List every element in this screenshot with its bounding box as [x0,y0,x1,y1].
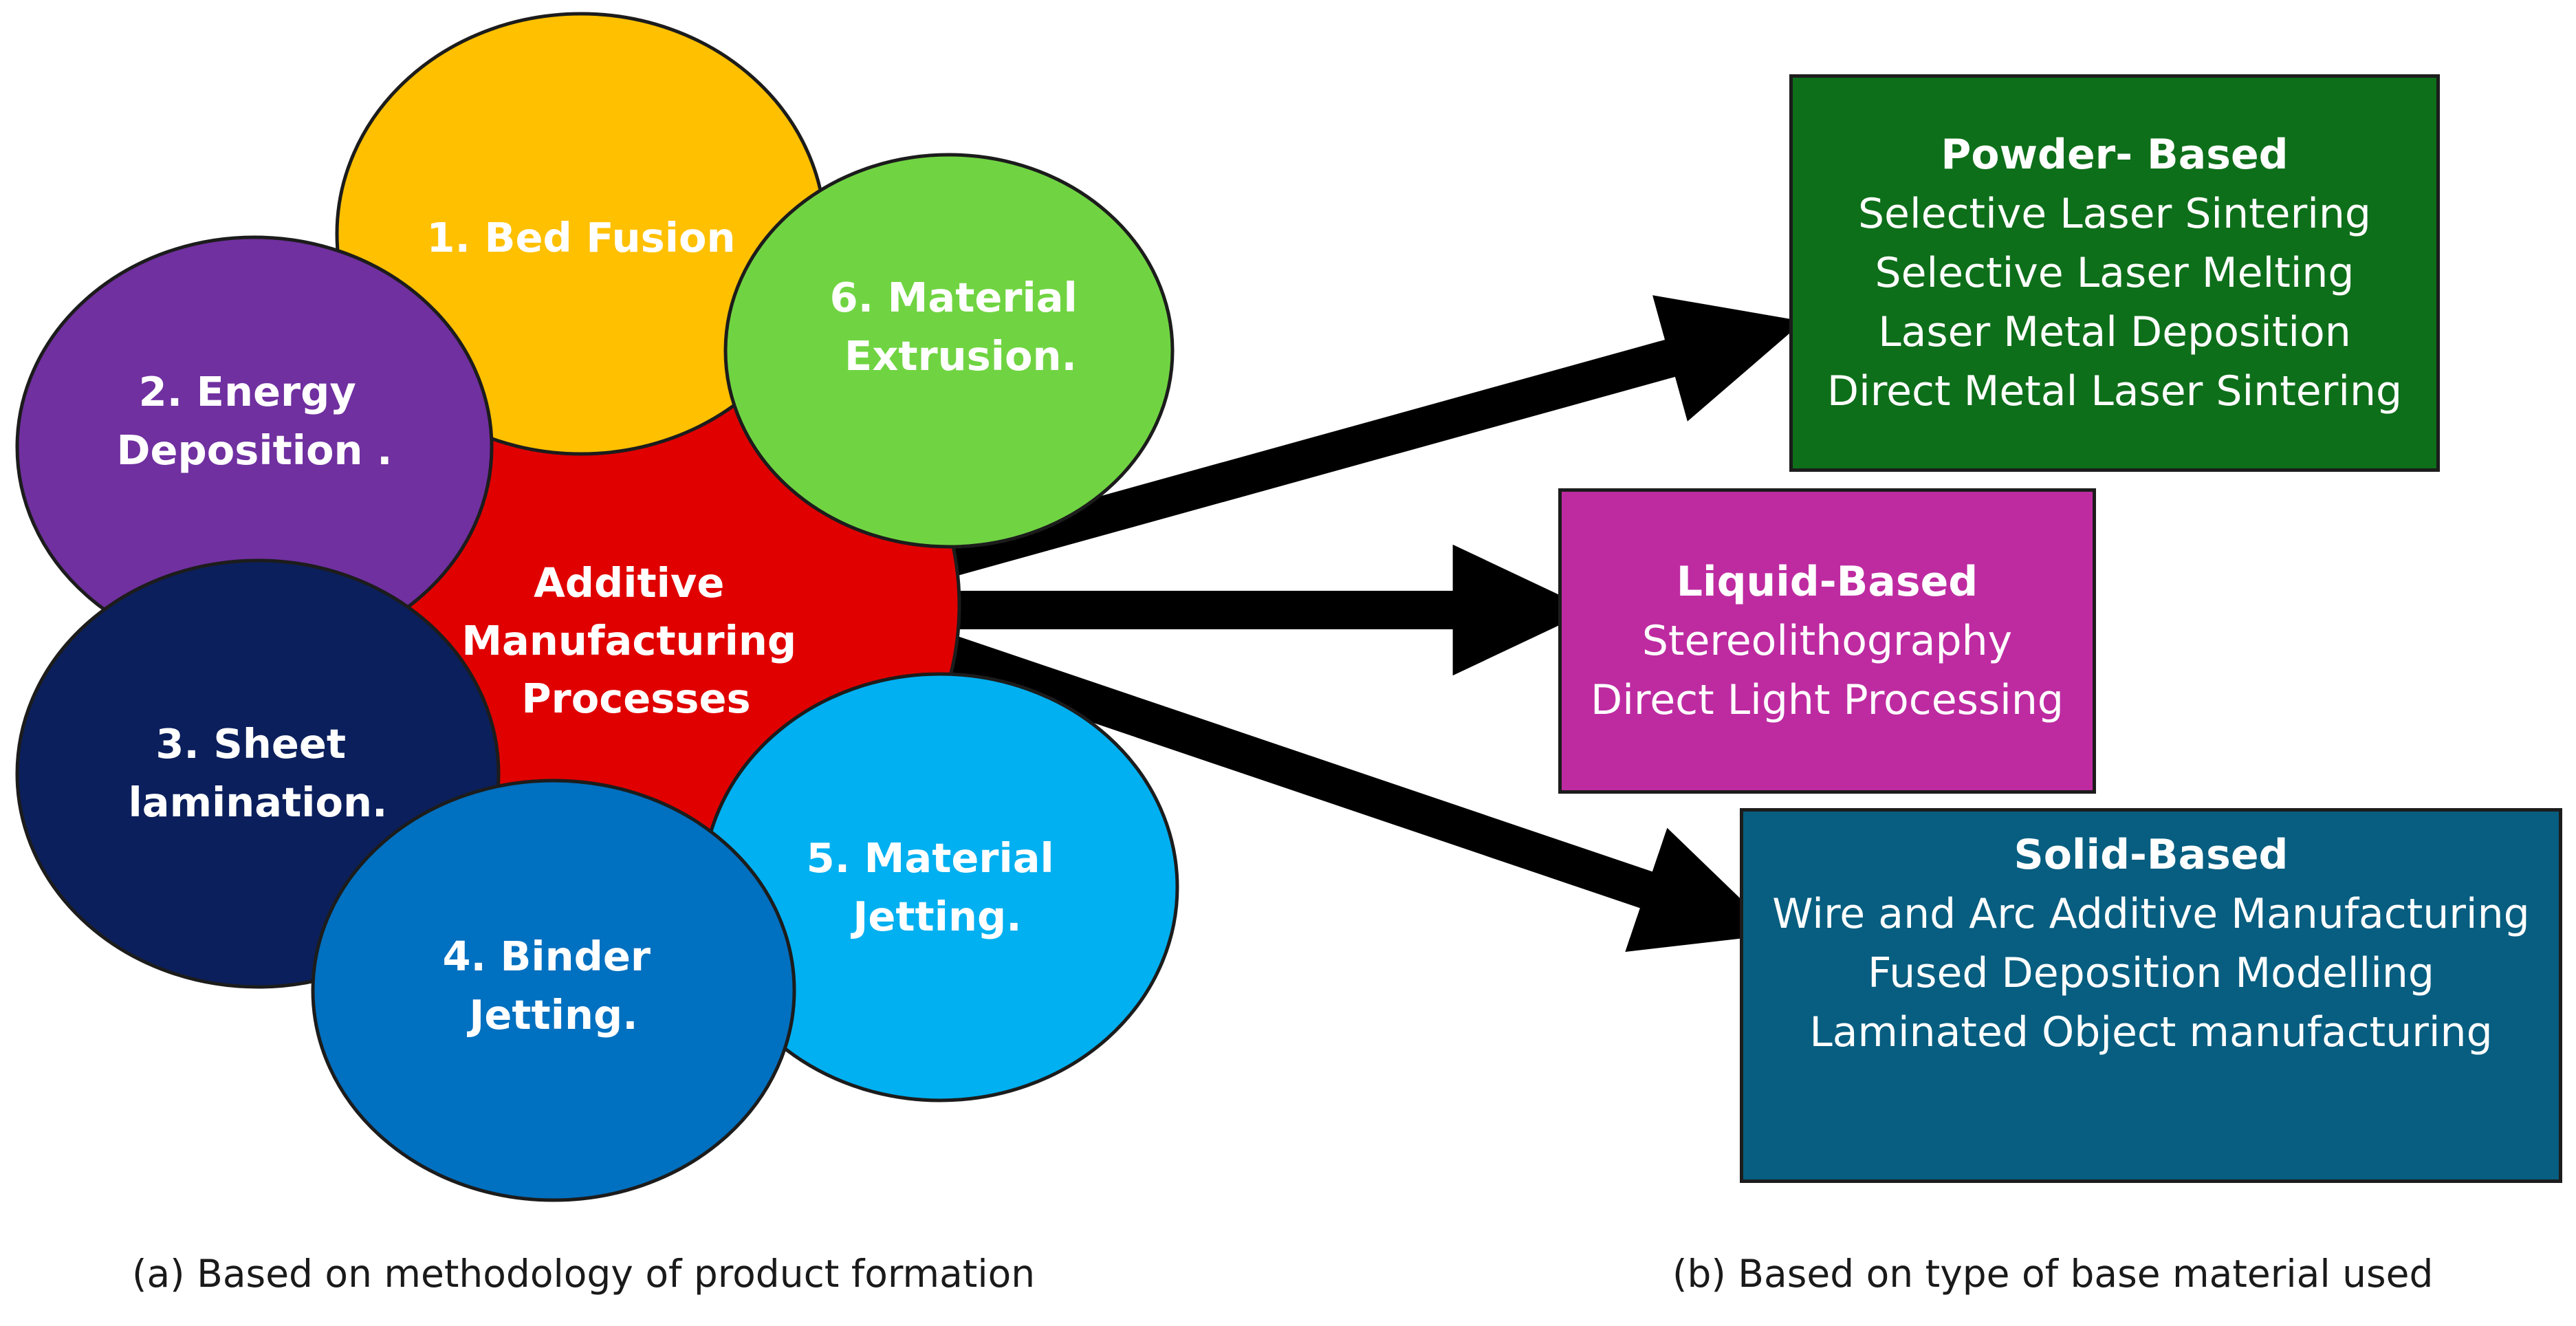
arrow-to-solid [946,636,1778,952]
powder-item: Selective Laser Sintering [1857,190,2372,238]
powder-item: Laser Metal Deposition [1878,308,2351,356]
powder-item: Direct Metal Laser Sintering [1826,367,2403,415]
material-extrusion-label: 6. Material Extrusion. [830,274,1092,380]
powder-based-box: Powder- Based Selective Laser Sintering … [1789,74,2440,472]
center-label: Additive Manufacturing Processes [461,559,810,722]
caption-a: (a) Based on methodology of product form… [132,1252,1036,1296]
binder-jetting-circle [311,779,796,1202]
material-jetting-label: 5. Material Jetting. [807,834,1069,940]
solid-based-box: Solid-Based Wire and Arc Additive Manufa… [1740,808,2562,1183]
caption-b: (b) Based on type of base material used [1672,1252,2434,1296]
bed-fusion-label: 1. Bed Fusion [426,214,735,261]
solid-item: Laminated Object manufacturing [1809,1008,2493,1056]
liquid-item: Direct Light Processing [1591,676,2064,724]
sheet-lamination-label: 3. Sheet lamination. [129,720,388,826]
liquid-based-box: Liquid-Based Stereolithography Direct Li… [1558,488,2096,794]
powder-item: Selective Laser Melting [1875,249,2355,297]
liquid-based-title: Liquid-Based [1676,558,1978,606]
solid-item: Wire and Arc Additive Manufacturing [1772,890,2530,938]
arrow-to-powder [947,295,1804,576]
binder-jetting-label: 4. Binder Jetting. [442,933,664,1039]
solid-based-title: Solid-Based [2013,831,2289,879]
material-extrusion-circle [723,153,1175,549]
liquid-item: Stereolithography [1641,617,2013,665]
solid-item: Fused Deposition Modelling [1867,949,2435,997]
energy-deposition-label: 2. Energy Deposition . [116,368,392,474]
powder-based-title: Powder- Based [1941,131,2289,179]
